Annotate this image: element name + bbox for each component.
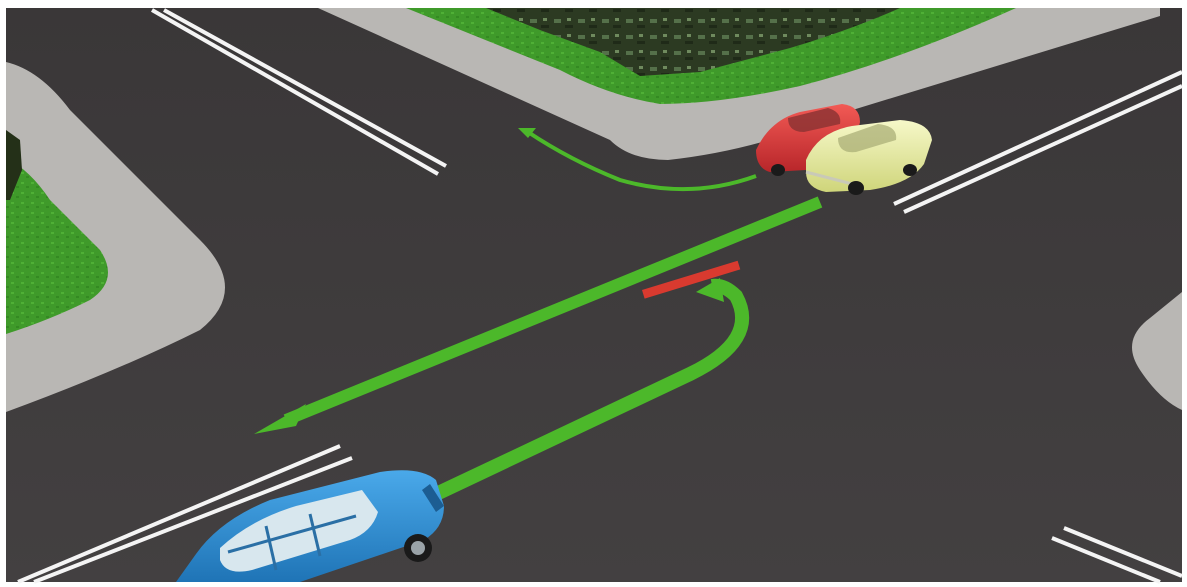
intersection-illustration (0, 0, 1187, 587)
intersection-scene (0, 0, 1187, 587)
